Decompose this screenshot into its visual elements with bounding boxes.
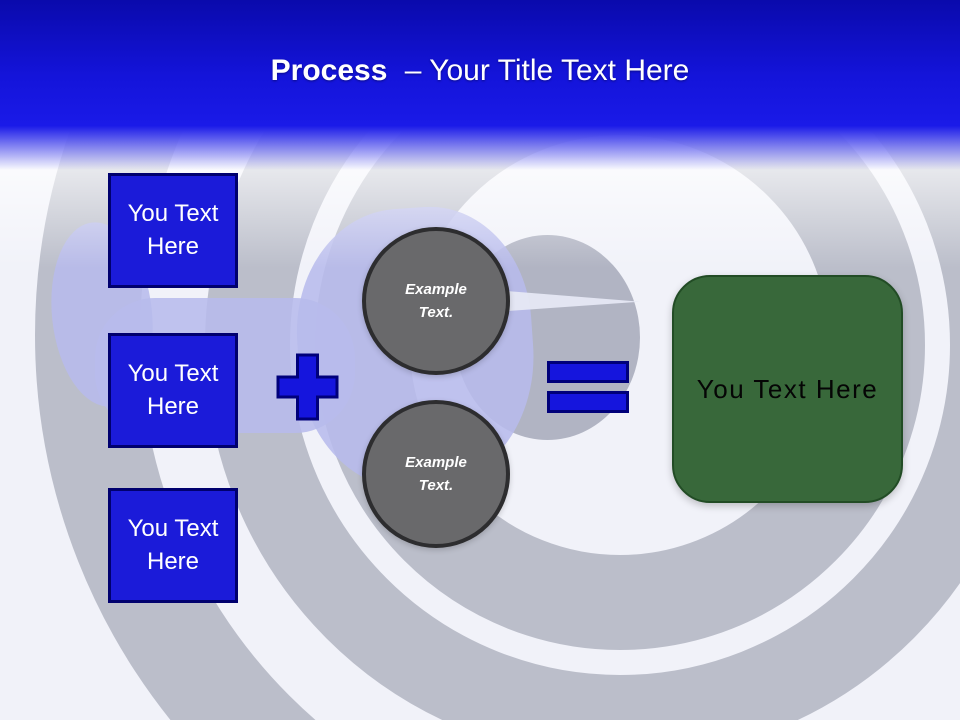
step-label: You Text Here xyxy=(127,515,219,575)
title-subtitle: – Your Title Text Here xyxy=(404,54,690,87)
slide-header: Process – Your Title Text Here xyxy=(0,0,960,170)
step-label: You Text Here xyxy=(127,360,219,420)
equals-bar-bottom xyxy=(547,391,629,413)
equals-bar-top xyxy=(547,361,629,383)
example-circle-1[interactable]: Example Text. xyxy=(362,227,510,375)
result-box[interactable]: You Text Here xyxy=(672,275,903,503)
step-box-3[interactable]: You Text Here xyxy=(108,488,238,603)
result-label: You Text Here xyxy=(696,373,879,404)
plus-icon xyxy=(276,353,339,426)
page-title[interactable]: Process – Your Title Text Here xyxy=(271,54,690,88)
step-label: You Text Here xyxy=(127,200,219,260)
equals-icon xyxy=(547,361,629,413)
step-box-2[interactable]: You Text Here xyxy=(108,333,238,448)
example-circle-2[interactable]: Example Text. xyxy=(362,400,510,548)
example-label: Example Text. xyxy=(405,280,467,321)
step-box-1[interactable]: You Text Here xyxy=(108,173,238,288)
title-keyword: Process xyxy=(270,54,388,87)
example-label: Example Text. xyxy=(405,453,467,494)
